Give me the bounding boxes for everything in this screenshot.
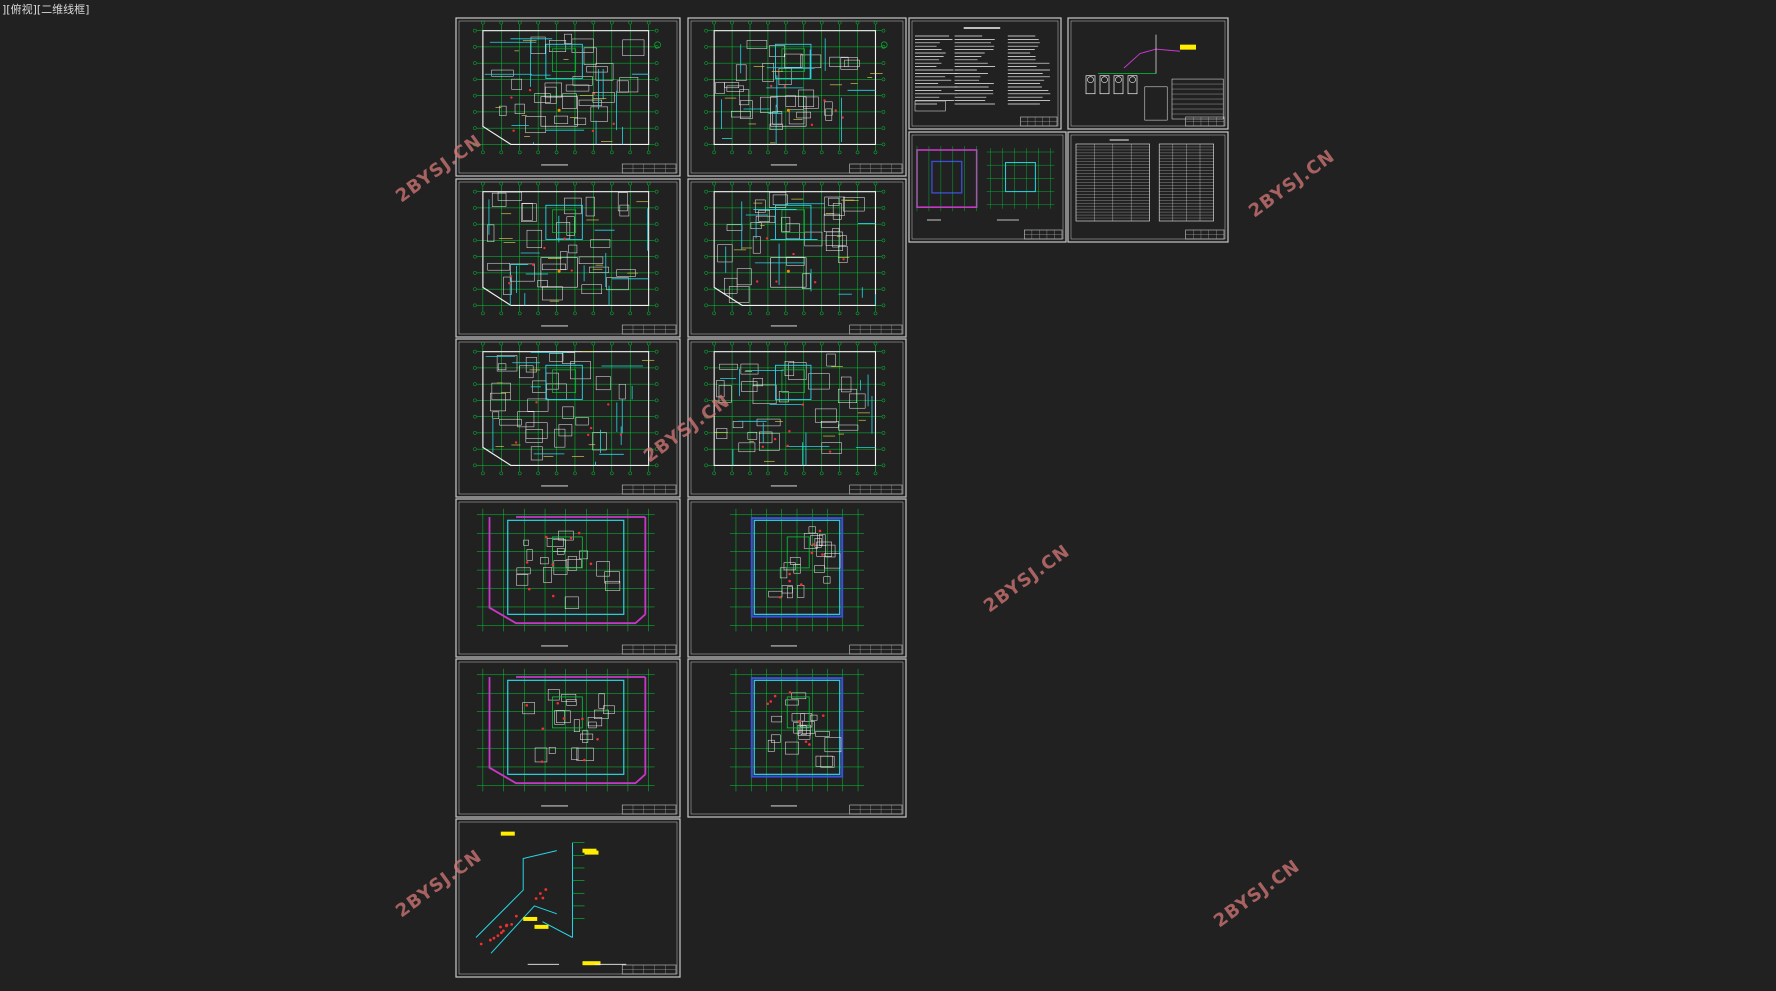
title-block: [849, 324, 903, 335]
title-block: [621, 324, 677, 335]
floor-plan-drawing: [704, 181, 886, 327]
title-block: [849, 484, 903, 495]
title-block: [621, 163, 677, 174]
duct-plan-drawing: [476, 668, 655, 807]
viewport-label[interactable]: ][俯视][二维线框]: [2, 3, 90, 16]
design-notes-text: [914, 27, 1051, 112]
floor-plan-drawing: [473, 181, 659, 327]
duct-plan-drawing: [729, 668, 865, 807]
pipe-isometric-drawing: [475, 831, 627, 966]
system-schematic-drawing: [1085, 34, 1224, 121]
drawing-sheet-floor-plan-3[interactable]: [455, 178, 681, 338]
detail-plans-drawing: [916, 146, 1055, 221]
drawing-sheet-floor-plan-2[interactable]: [687, 17, 907, 177]
duct-plan-drawing: [476, 508, 655, 647]
title-block: [1185, 116, 1225, 127]
floor-plan-drawing: [473, 341, 659, 487]
title-block: [621, 804, 677, 815]
drawing-sheet-equipment-schedule[interactable]: [1067, 131, 1229, 243]
title-block: [621, 484, 677, 495]
drawing-sheet-pipe-isometric[interactable]: [455, 818, 681, 978]
title-block: [1185, 229, 1225, 240]
duct-plan-drawing: [729, 508, 865, 647]
title-block: [1024, 229, 1063, 240]
drawing-sheet-duct-plan-2[interactable]: [687, 498, 907, 658]
drawing-sheet-duct-plan-1[interactable]: [455, 498, 681, 658]
floor-plan-drawing: [704, 341, 886, 487]
drawing-sheet-floor-plan-1[interactable]: [455, 17, 681, 177]
drawing-sheet-floor-plan-4[interactable]: [687, 178, 907, 338]
floor-plan-drawing: [473, 20, 661, 166]
drawing-sheet-duct-plan-4[interactable]: [687, 658, 907, 818]
drawing-sheet-duct-plan-3[interactable]: [455, 658, 681, 818]
floor-plan-drawing: [704, 20, 888, 166]
drawing-sheet-detail-plans[interactable]: [908, 131, 1067, 243]
drawing-sheet-system-schematic[interactable]: [1067, 17, 1229, 130]
drawing-sheet-design-notes[interactable]: [908, 17, 1062, 130]
title-block: [621, 964, 677, 975]
drawing-sheet-floor-plan-5[interactable]: [455, 338, 681, 498]
schedule-table: [1075, 139, 1214, 222]
drawing-sheet-floor-plan-6[interactable]: [687, 338, 907, 498]
title-block: [621, 644, 677, 655]
title-block: [849, 163, 903, 174]
title-block: [849, 804, 903, 815]
title-block: [1020, 116, 1058, 127]
title-block: [849, 644, 903, 655]
